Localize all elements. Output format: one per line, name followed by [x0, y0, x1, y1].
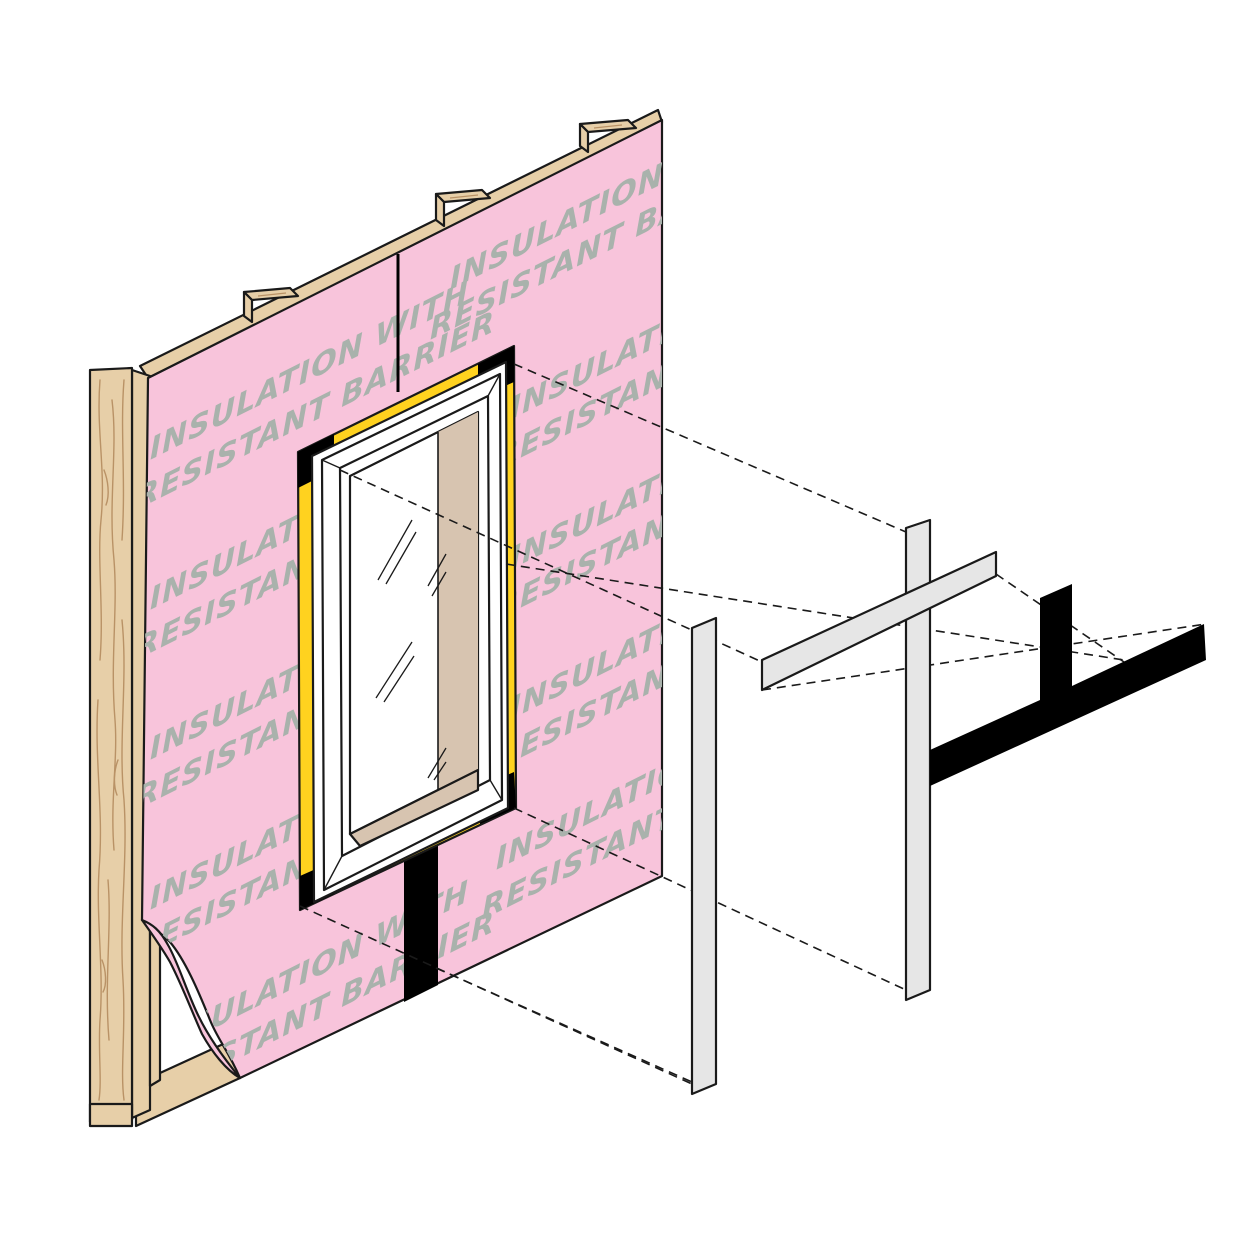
window-sill-inner — [348, 768, 480, 848]
stud-top-middle — [434, 188, 492, 228]
stud-top-left — [242, 286, 300, 324]
stud-top-right — [578, 118, 638, 154]
barrier-torn-edge — [140, 918, 242, 1080]
corner-stud — [88, 366, 134, 1124]
corner-stud-bottom-block — [88, 1102, 134, 1128]
exploded-parts — [299, 363, 1207, 1096]
seam-tape-black — [404, 842, 438, 1002]
seam-tape-piece — [930, 584, 1206, 786]
jamb-flashing-strip-left — [690, 616, 718, 1096]
wall-framing — [88, 108, 664, 1128]
jamb-flashing-strip-right — [904, 518, 932, 1002]
wood-grain — [96, 379, 126, 1101]
head-flashing-strip — [760, 550, 998, 692]
glass-reflection — [375, 519, 447, 781]
window — [296, 344, 518, 912]
window-jamb-side — [438, 412, 478, 790]
